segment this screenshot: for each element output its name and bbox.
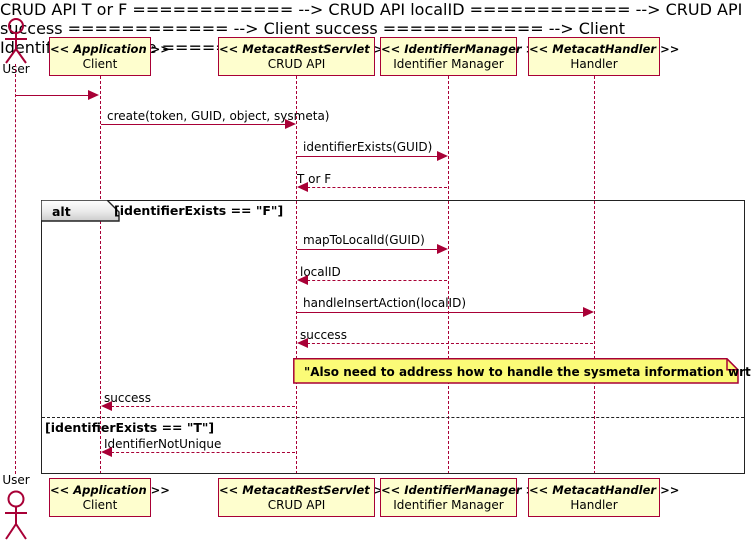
- actor-user-bottom-label: User: [2, 473, 30, 487]
- participant-handler-bottom[interactable]: << MetacatHandler >> Handler: [528, 478, 680, 517]
- participant-client-name-bottom: Client: [82, 497, 118, 512]
- participant-identifier-manager-bottom[interactable]: << IdentifierManager >> Identifier Manag…: [380, 478, 545, 517]
- message-label-identifier-not-unique: IdentifierNotUnique: [104, 437, 222, 451]
- participant-client-stereotype-bottom: << Application >>: [50, 483, 170, 497]
- alt-branch-divider: [42, 417, 744, 418]
- participant-identifier-manager-stereotype-top: << IdentifierManager >>: [381, 42, 545, 56]
- message-line-success-client: [106, 406, 295, 407]
- participant-client-bottom[interactable]: << Application >> Client: [49, 478, 170, 517]
- alt-branch-2-condition: [identifierExists == "T"]: [45, 420, 215, 435]
- participant-client-name-top: Client: [82, 56, 118, 71]
- message-label-success-handler: success: [300, 328, 347, 342]
- message-arrowhead-identifier-not-unique: [101, 447, 112, 457]
- note-sysmeta: [293, 358, 739, 388]
- participant-handler-stereotype-bottom: << MetacatHandler >>: [529, 483, 680, 497]
- lifeline-client: [100, 76, 101, 474]
- lifeline-user: [15, 64, 16, 474]
- message-arrowhead-identifier-exists: [437, 151, 448, 161]
- message-arrowhead-map-to-local-id: [437, 244, 448, 254]
- participant-identifier-manager-top[interactable]: << IdentifierManager >> Identifier Manag…: [380, 37, 545, 76]
- alt-branch-1-condition: [identifierExists == "F"]: [114, 203, 284, 218]
- message-line-map-to-local-id: [297, 249, 443, 250]
- message-line-handle-insert-action: [297, 312, 589, 313]
- participant-identifier-manager-name-top: Identifier Manager: [393, 56, 504, 71]
- participant-identifier-manager-name-bottom: Identifier Manager: [393, 497, 504, 512]
- actor-user-top-label: User: [2, 62, 30, 76]
- note-sysmeta-text: "Also need to address how to handle the …: [304, 365, 755, 379]
- lifeline-handler: [594, 76, 595, 474]
- alt-fragment-frame: [41, 200, 745, 474]
- actor-user-top-icon: [2, 18, 30, 64]
- message-arrowhead-success-client: [101, 401, 112, 411]
- message-arrowhead-handle-insert-action: [583, 307, 594, 317]
- message-line-t-or-f: [302, 187, 447, 188]
- message-label-identifier-exists: identifierExists(GUID): [303, 140, 433, 154]
- participant-crud-api-name-top: CRUD API: [267, 56, 326, 71]
- message-label-success-client: success: [104, 391, 151, 405]
- participant-client-top[interactable]: << Application >> Client: [49, 37, 170, 76]
- alt-operator-tab: [40, 199, 121, 226]
- lifeline-crud-api: [296, 76, 297, 474]
- message-arrowhead-success-handler: [297, 338, 308, 348]
- participant-identifier-manager-stereotype-bottom: << IdentifierManager >>: [381, 483, 545, 497]
- participant-crud-api-stereotype-bottom: << MetacatRestServlet >>: [219, 483, 394, 497]
- participant-client-stereotype-top: << Application >>: [50, 42, 170, 56]
- message-line-identifier-exists: [297, 156, 443, 157]
- message-arrowhead-create: [285, 119, 296, 129]
- participant-handler-stereotype-top: << MetacatHandler >>: [529, 42, 680, 56]
- participant-crud-api-top[interactable]: << MetacatRestServlet >> CRUD API: [218, 37, 394, 76]
- participant-handler-name-top: Handler: [570, 56, 618, 71]
- participant-crud-api-bottom[interactable]: << MetacatRestServlet >> CRUD API: [218, 478, 394, 517]
- message-line-create: [101, 124, 291, 125]
- participant-crud-api-name-bottom: CRUD API: [267, 497, 326, 512]
- message-label-handle-insert-action: handleInsertAction(localID): [303, 296, 467, 310]
- message-arrowhead-user-to-client: [88, 90, 99, 100]
- message-line-user-to-client: [16, 95, 95, 96]
- message-arrowhead-t-or-f: [297, 182, 308, 192]
- actor-user-bottom-icon: [2, 490, 30, 540]
- message-label-local-id: localID: [300, 265, 341, 279]
- participant-handler-top[interactable]: << MetacatHandler >> Handler: [528, 37, 680, 76]
- message-label-create: create(token, GUID, object, sysmeta): [107, 109, 330, 123]
- alt-operator-label: alt: [52, 204, 71, 219]
- participant-crud-api-stereotype-top: << MetacatRestServlet >>: [219, 42, 394, 56]
- lifeline-identifier-manager: [448, 76, 449, 474]
- message-line-identifier-not-unique: [106, 452, 295, 453]
- message-line-local-id: [302, 280, 447, 281]
- message-arrowhead-local-id: [297, 275, 308, 285]
- message-line-success-handler: [302, 343, 593, 344]
- message-label-map-to-local-id: mapToLocalId(GUID): [303, 233, 425, 247]
- participant-handler-name-bottom: Handler: [570, 497, 618, 512]
